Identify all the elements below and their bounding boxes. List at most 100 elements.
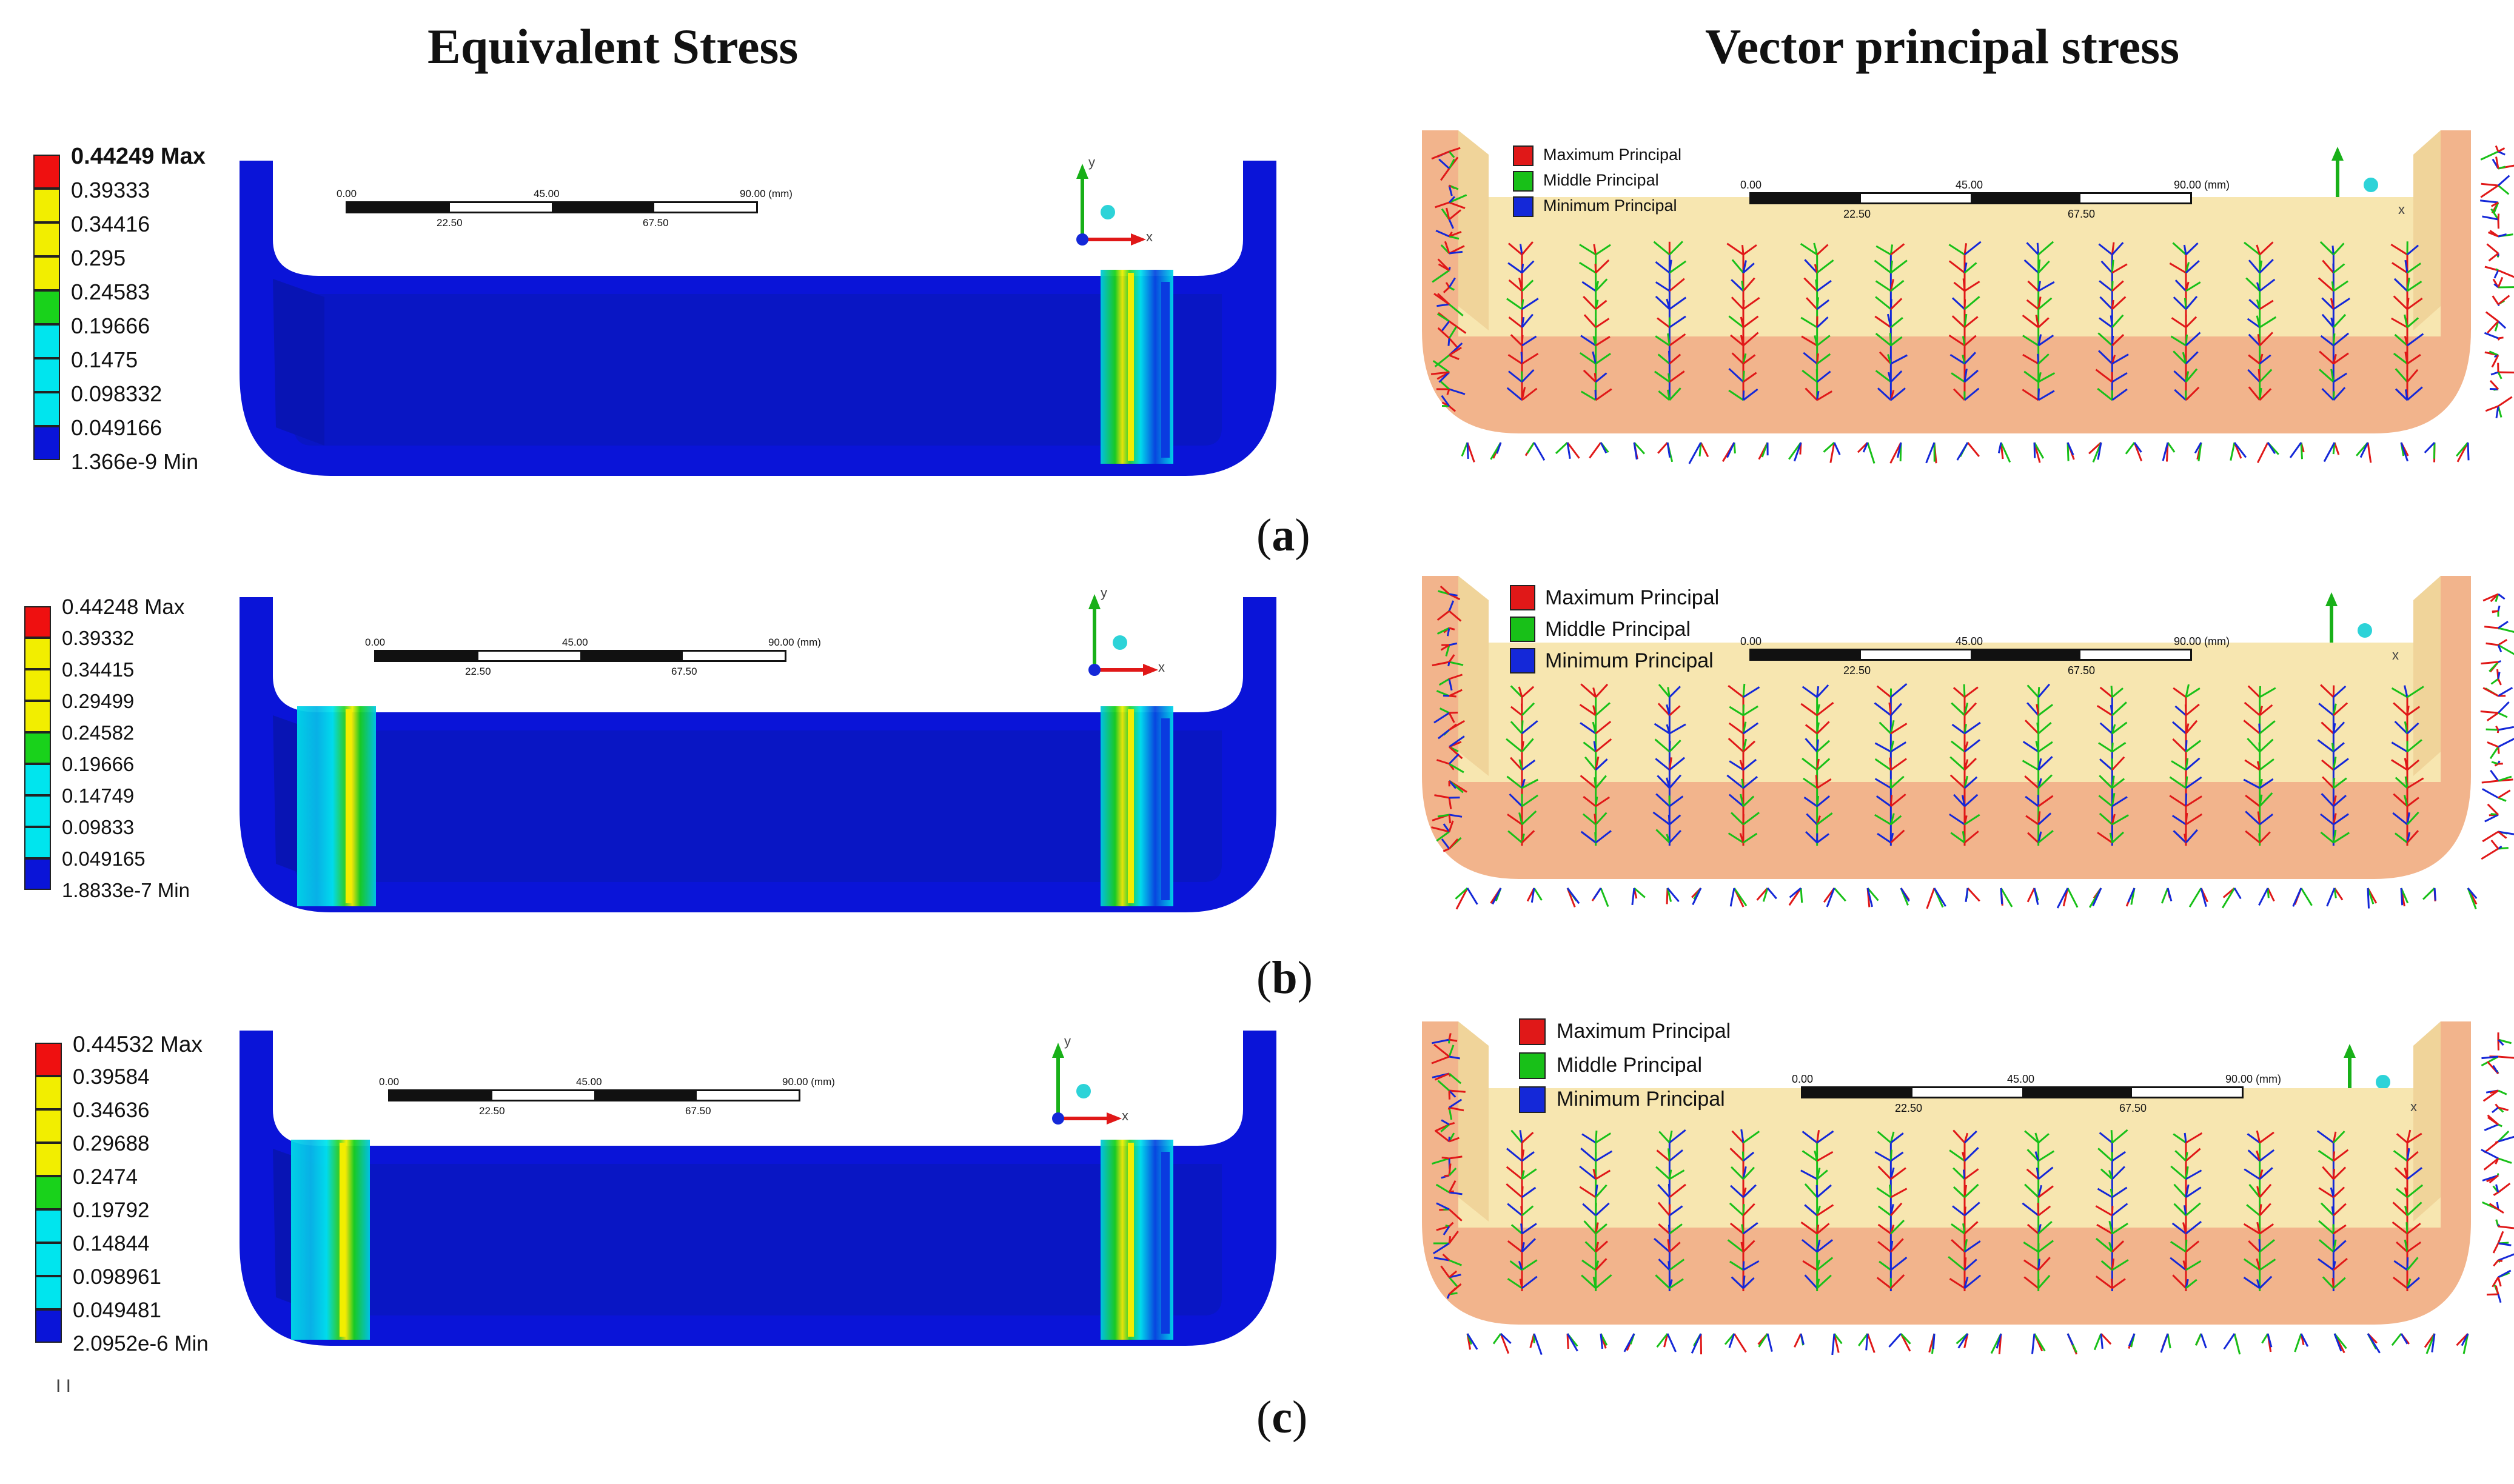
- arrow-glyph: [2169, 795, 2187, 807]
- arrow-glyph: [2495, 1285, 2499, 1295]
- arrow-glyph: [2407, 1132, 2422, 1144]
- arrow-glyph: [1595, 1169, 1611, 1180]
- arrow-glyph: [2259, 259, 2274, 274]
- arrow-glyph: [1669, 1169, 1685, 1180]
- arrow-glyph: [1889, 1225, 1895, 1234]
- arrow-glyph: [1948, 1255, 1965, 1271]
- arrow-glyph: [2318, 1149, 2335, 1162]
- arrow-glyph: [1816, 704, 1820, 716]
- arrow-glyph: [1900, 1333, 1911, 1352]
- arrow-glyph: [1875, 333, 1892, 347]
- arrow-glyph: [1448, 277, 1456, 288]
- arrow-glyph: [2498, 831, 2507, 839]
- arrow-glyph: [2497, 605, 2501, 612]
- arrow-glyph: [1448, 1073, 1452, 1077]
- arrow-glyph: [2367, 1333, 2381, 1354]
- arrow-glyph: [1448, 797, 1452, 809]
- contour-legend-c: 0.44532 Max 0.39584 0.34636 0.29688 0.24…: [35, 1032, 290, 1358]
- arrow-glyph: [1594, 389, 1597, 401]
- arrow-glyph: [2037, 334, 2054, 347]
- arrow-glyph: [2322, 259, 2335, 273]
- arrow-glyph: [1816, 795, 1820, 807]
- arrow-glyph: [2097, 832, 2113, 844]
- arrow-glyph: [2431, 1333, 2436, 1352]
- arrow-glyph: [1521, 1186, 1524, 1198]
- arrow-glyph: [2393, 352, 2408, 365]
- arrow-glyph: [1448, 654, 1455, 663]
- arrow-glyph: [1449, 1121, 1455, 1126]
- arrow-glyph: [2022, 353, 2039, 365]
- arrow-glyph: [1579, 352, 1597, 365]
- arrow-glyph: [2406, 832, 2411, 843]
- arrow-glyph: [1890, 1257, 1908, 1271]
- arrow-glyph: [2498, 396, 2513, 407]
- arrow-glyph: [1761, 442, 1769, 458]
- arrow-glyph: [2321, 793, 2335, 807]
- arrow-glyph: [1533, 887, 1543, 901]
- arrow-glyph: [2332, 778, 2336, 789]
- arrow-glyph: [1492, 1333, 1502, 1345]
- arrow-glyph: [2257, 811, 2261, 825]
- arrow-glyph: [1448, 763, 1455, 770]
- arrow-glyph: [1432, 661, 1450, 667]
- arrow-glyph: [2497, 338, 2500, 341]
- arrow-glyph: [1739, 760, 1745, 770]
- arrow-glyph: [1595, 758, 1608, 771]
- arrow-glyph: [2000, 887, 2003, 904]
- arrow-glyph: [1742, 390, 1745, 401]
- arrow-glyph: [1448, 338, 1459, 349]
- triad-right-b: [2325, 592, 2389, 664]
- axis-y-label-b: y: [1101, 585, 1107, 600]
- arrow-glyph: [1508, 279, 1523, 292]
- arrow-glyph: [2195, 1333, 2202, 1346]
- arrow-glyph: [2000, 887, 2003, 906]
- arrow-glyph: [2165, 442, 2169, 462]
- arrow-glyph: [1879, 1260, 1892, 1271]
- arrow-glyph: [2496, 1069, 2499, 1074]
- arrow-glyph: [2099, 296, 2113, 310]
- arrow-glyph: [1449, 1072, 1462, 1085]
- arrow-glyph: [1816, 684, 1829, 698]
- arrow-glyph: [1953, 687, 1965, 698]
- arrow-glyph: [2498, 1183, 2511, 1194]
- arrow-glyph: [1816, 279, 1832, 292]
- arrow-glyph: [1890, 794, 1906, 807]
- arrow-glyph: [2493, 270, 2499, 279]
- arrow-glyph: [2111, 1223, 2128, 1235]
- arrow-glyph: [2267, 887, 2275, 902]
- arrow-glyph: [1566, 1333, 1569, 1349]
- arrow-glyph: [1743, 812, 1760, 826]
- arrow-glyph: [2110, 1278, 2113, 1289]
- arrow-glyph: [2098, 243, 2113, 256]
- arrow-glyph: [2492, 295, 2499, 305]
- arrow-glyph: [2098, 742, 2113, 753]
- arrow-glyph: [2037, 758, 2042, 770]
- arrow-glyph: [1449, 320, 1467, 334]
- arrow-glyph: [2395, 368, 2408, 383]
- arrow-glyph: [1595, 1242, 1600, 1252]
- arrow-glyph: [1876, 1187, 1892, 1198]
- arrow-glyph: [2185, 723, 2190, 734]
- arrow-glyph: [1965, 887, 1969, 899]
- arrow-glyph: [2333, 332, 2350, 347]
- arrow-glyph: [2488, 252, 2499, 262]
- arrow-glyph: [1521, 760, 1536, 771]
- arrow-glyph: [2185, 1152, 2188, 1161]
- arrow-glyph: [1875, 795, 1892, 807]
- arrow-glyph: [1668, 741, 1671, 752]
- arrow-glyph: [2096, 1237, 2113, 1253]
- arrow-glyph: [1890, 775, 1905, 789]
- arrow-glyph: [2497, 304, 2500, 307]
- row-label-b: (b): [1256, 952, 1313, 1003]
- arrow-glyph: [2480, 150, 2499, 161]
- arrow-glyph: [1439, 1208, 1450, 1211]
- arrow-glyph: [2036, 704, 2040, 716]
- arrow-glyph: [1731, 1166, 1745, 1180]
- legend-value: 0.44532 Max: [73, 1032, 203, 1057]
- arrow-glyph: [1889, 757, 1892, 770]
- legend-value: 0.34416: [71, 212, 150, 236]
- arrow-glyph: [1466, 1333, 1478, 1350]
- arrow-glyph: [2482, 593, 2499, 602]
- arrow-glyph: [1521, 1168, 1537, 1180]
- arrow-glyph: [1663, 1333, 1669, 1348]
